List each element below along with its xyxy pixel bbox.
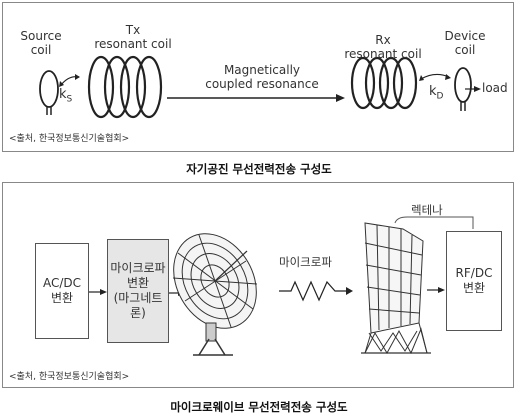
ks-label: kS	[59, 87, 73, 105]
kd-label: kD	[429, 84, 444, 102]
microwave-diagram	[89, 216, 474, 356]
rx-resonant-coil	[350, 56, 418, 110]
source-coil-loop	[39, 70, 59, 108]
microwave-label: 마이크로파	[279, 255, 332, 269]
load-label: load	[482, 81, 508, 95]
magnetic-resonance-diagram	[39, 55, 481, 119]
rectenna-bracket	[394, 216, 474, 229]
source-citation-bottom: <출처, 한국정보통신기술협회>	[9, 372, 130, 382]
microwave-beam-arrow	[279, 280, 347, 302]
rectenna-label: 렉테나	[411, 203, 443, 217]
kd-coupling-arrow	[420, 73, 450, 80]
tx-resonant-coil	[87, 55, 163, 119]
dish-antenna-illustration	[172, 233, 258, 356]
magnetic-resonance-caption: 자기공진 무선전력전송 구성도	[186, 162, 332, 176]
source-citation: <출처, 한국정보통신기술협회>	[9, 134, 130, 144]
device-coil-loop	[454, 67, 472, 103]
microwave-caption: 마이크로웨이브 무선전력전송 구성도	[170, 400, 348, 414]
rectenna-illustration	[361, 222, 431, 355]
